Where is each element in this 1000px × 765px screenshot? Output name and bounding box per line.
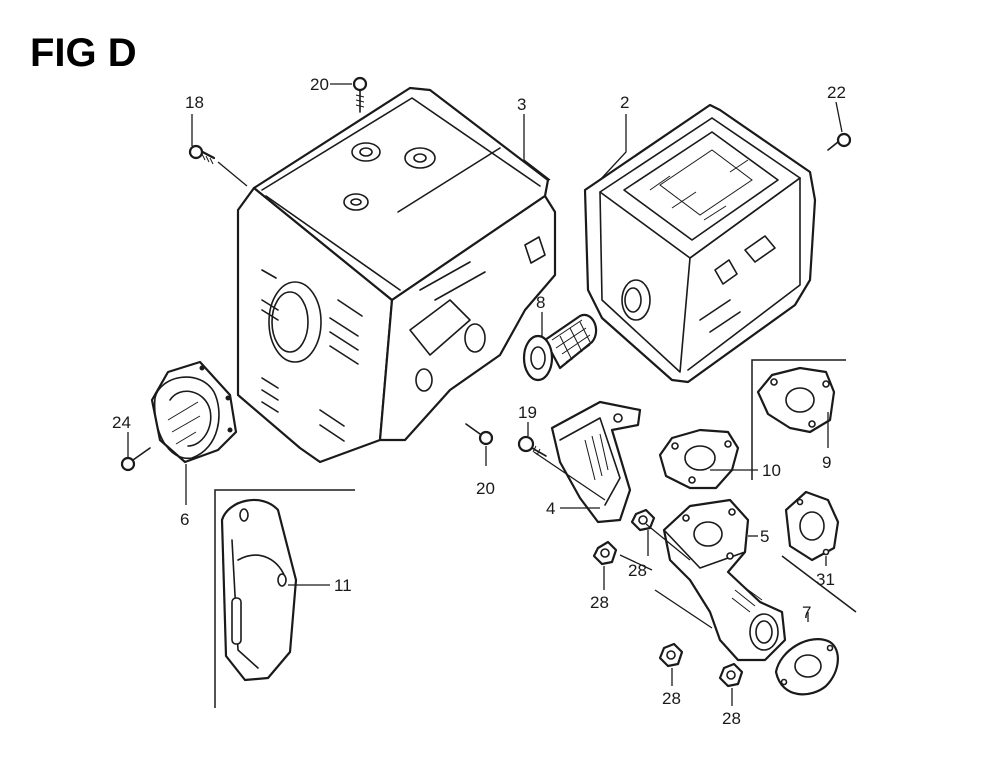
callout-22: 22 xyxy=(827,83,846,102)
sub-assembly-frames xyxy=(214,359,857,708)
fastener-bolt-18 xyxy=(188,144,216,165)
part-4-bracket xyxy=(550,400,642,524)
callout-20-bottom: 20 xyxy=(476,479,495,498)
part-7-gasket xyxy=(774,638,839,696)
fastener-nut-28-d xyxy=(718,662,744,688)
callout-28-b: 28 xyxy=(590,593,609,612)
callout-3: 3 xyxy=(517,95,526,114)
callout-28-c: 28 xyxy=(662,689,681,708)
cover-boss xyxy=(351,142,381,162)
callout-10: 10 xyxy=(762,461,781,480)
cover-opening xyxy=(268,281,322,363)
part-6-starter-cup xyxy=(150,360,238,464)
callout-6: 6 xyxy=(180,510,189,529)
figure-title: FIG D xyxy=(30,31,137,75)
fastener-nut-28-b xyxy=(592,540,618,566)
fastener-bolt-19 xyxy=(517,435,547,457)
callout-28-d: 28 xyxy=(722,709,741,728)
callout-18: 18 xyxy=(185,93,204,112)
shroud-boss xyxy=(621,279,651,321)
callout-8: 8 xyxy=(536,293,545,312)
part-10-gasket xyxy=(658,428,740,490)
callout-5: 5 xyxy=(760,527,769,546)
part-31-gasket xyxy=(784,490,840,562)
part-5-exhaust-pipe xyxy=(662,498,787,662)
callout-31: 31 xyxy=(816,570,835,589)
callout-28-a: 28 xyxy=(628,561,647,580)
fastener-nut-28-a xyxy=(630,508,656,532)
fastener-screw-20-top xyxy=(352,76,368,113)
part-2-shroud xyxy=(583,103,817,384)
part-9-gasket xyxy=(756,366,836,434)
fastener-screw-24 xyxy=(120,447,151,472)
callout-labels: 18 20 3 2 22 8 19 20 24 6 11 4 10 9 5 31… xyxy=(112,75,846,728)
callout-20-top: 20 xyxy=(310,75,329,94)
part-11-muffler-protector xyxy=(220,499,298,682)
fastener-nut-28-c xyxy=(658,642,684,668)
fastener-screw-20-bottom xyxy=(465,423,494,446)
callout-24: 24 xyxy=(112,413,131,432)
callout-19: 19 xyxy=(518,403,537,422)
callout-4: 4 xyxy=(546,499,555,518)
fastener-screw-22 xyxy=(827,132,852,151)
callout-9: 9 xyxy=(822,453,831,472)
leader-lines xyxy=(127,83,843,706)
callout-11: 11 xyxy=(334,576,352,595)
callout-7: 7 xyxy=(802,603,811,622)
part-8-spark-arrester xyxy=(522,313,598,382)
part-3-fan-cover xyxy=(236,86,557,464)
callout-2: 2 xyxy=(620,93,629,112)
